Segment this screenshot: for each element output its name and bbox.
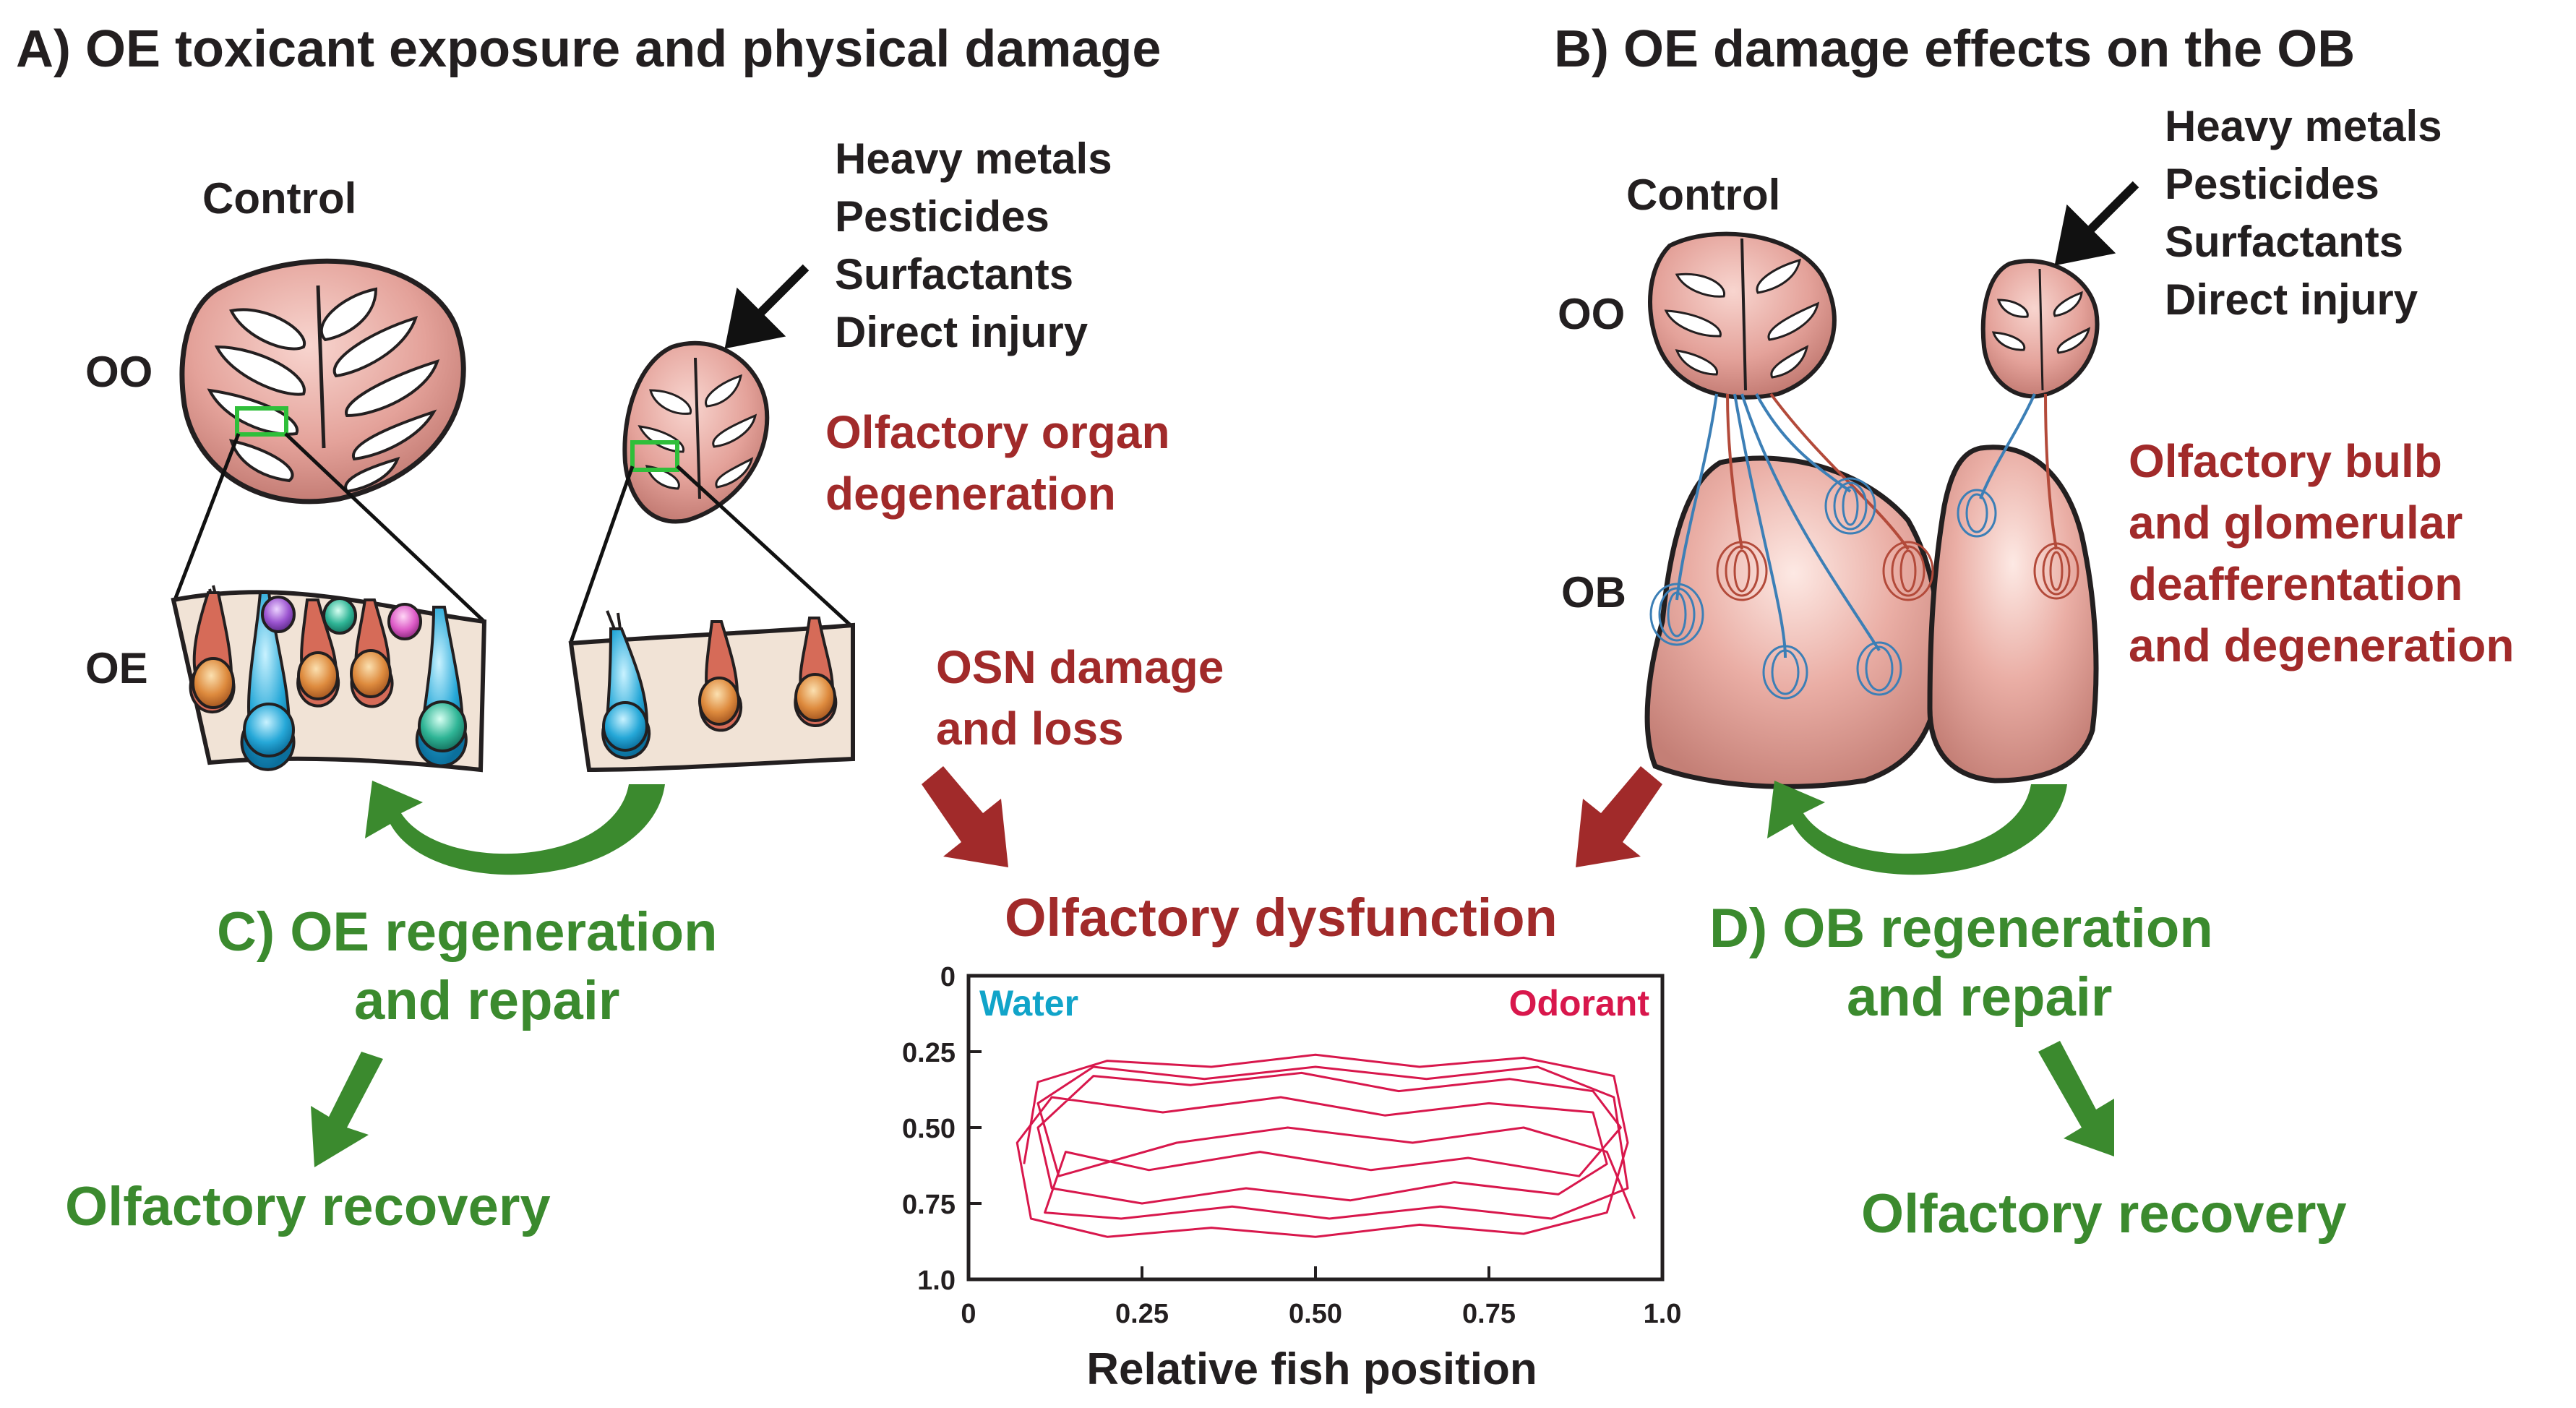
toxicant-pesticides: Pesticides	[835, 192, 1049, 241]
x-tick-label: 0	[961, 1299, 976, 1329]
panel-c-outcome: Olfactory recovery	[65, 1176, 551, 1237]
panel-a-toxicant-list: Heavy metals Pesticides Surfactants Dire…	[835, 134, 1112, 356]
x-tick-label: 0.50	[1289, 1299, 1342, 1329]
panel-a-heading: A) OE toxicant exposure and physical dam…	[16, 20, 1161, 78]
osn-damage-line1: OSN damage	[936, 641, 1224, 693]
plot-x-axis-label: Relative fish position	[1086, 1344, 1537, 1394]
panel-b-ob-label: OB	[1561, 568, 1626, 617]
toxicant-arrow-b	[2054, 181, 2139, 266]
damaged-olfactory-bulb	[1927, 445, 2099, 784]
bulb-effect-line2: and glomerular	[2129, 497, 2463, 549]
damaged-olfactory-epithelium	[568, 610, 855, 773]
x-tick-label: 1.0	[1644, 1299, 1682, 1329]
oe-regeneration-curved-arrow	[365, 781, 665, 875]
toxicant-heavy-metals-b: Heavy metals	[2165, 102, 2442, 150]
y-tick-label: 1.0	[917, 1266, 956, 1296]
bulb-effect-line4: and degeneration	[2129, 619, 2514, 671]
panel-c-heading-line2: and repair	[354, 970, 619, 1031]
oe-recovery-arrow	[311, 1052, 383, 1167]
damaged-olfactory-organ-b	[1980, 259, 2100, 399]
ob-recovery-arrow	[2038, 1041, 2114, 1156]
panel-d-heading-line2: and repair	[1847, 966, 2112, 1028]
bulb-effect-line3: deafferentation	[2129, 558, 2463, 610]
organ-degeneration-line2: degeneration	[825, 468, 1116, 520]
panel-c-heading-line1: C) OE regeneration	[217, 901, 718, 963]
toxicant-pesticides-b: Pesticides	[2165, 160, 2379, 208]
odorant-annotation: Odorant	[1509, 983, 1650, 1023]
panel-a: A) OE toxicant exposure and physical dam…	[16, 20, 1224, 773]
panel-b: B) OE damage effects on the OB Control O…	[1554, 20, 2514, 789]
panel-d: D) OB regeneration and repair Olfactory …	[1709, 898, 2347, 1245]
panel-b-toxicant-list: Heavy metals Pesticides Surfactants Dire…	[2165, 102, 2442, 324]
panel-b-heading: B) OE damage effects on the OB	[1554, 20, 2355, 78]
panel-a-control-label: Control	[202, 174, 356, 223]
x-tick-label: 0.75	[1462, 1299, 1516, 1329]
sample-region-box	[235, 406, 288, 437]
control-olfactory-organ	[179, 258, 466, 505]
toxicant-direct-injury-b: Direct injury	[2165, 275, 2418, 324]
panel-a-oe-label: OE	[85, 644, 148, 692]
panel-d-heading-line1: D) OB regeneration	[1709, 898, 2213, 959]
panel-d-outcome: Olfactory recovery	[1861, 1183, 2347, 1245]
ob-regeneration-curved-arrow	[1767, 781, 2067, 875]
toxicant-surfactants-b: Surfactants	[2165, 218, 2403, 266]
ob-to-dysfunction-arrow	[1576, 766, 1662, 867]
toxicant-arrow-a	[724, 264, 810, 349]
panel-a-oo-label: OO	[85, 348, 153, 396]
regeneration-arrows	[311, 781, 2114, 1167]
dysfunction-arrows	[922, 766, 1662, 867]
osn-damage-line2: and loss	[936, 703, 1124, 755]
control-olfactory-bulb	[1644, 455, 1943, 789]
y-tick-label: 0.75	[902, 1190, 956, 1220]
water-annotation: Water	[979, 983, 1078, 1023]
dysfunction-title: Olfactory dysfunction	[1005, 888, 1558, 948]
toxicant-surfactants: Surfactants	[835, 250, 1073, 299]
control-olfactory-organ-b	[1648, 231, 1837, 400]
axons-and-glomeruli	[1649, 392, 2079, 700]
control-olfactory-epithelium	[171, 585, 487, 773]
x-tick-label: 0.25	[1115, 1299, 1169, 1329]
organ-degeneration-line1: Olfactory organ	[825, 406, 1170, 458]
y-tick-label: 0.50	[902, 1114, 956, 1144]
osn-to-dysfunction-arrow	[922, 766, 1008, 867]
toxicant-direct-injury: Direct injury	[835, 308, 1089, 356]
bulb-effect-line1: Olfactory bulb	[2129, 435, 2442, 487]
damaged-olfactory-organ	[622, 340, 770, 524]
y-tick-label: 0.25	[902, 1038, 956, 1068]
panel-b-oo-label: OO	[1558, 290, 1625, 338]
fish-track-line	[1016, 1053, 1636, 1238]
y-tick-label: 0	[940, 962, 956, 992]
panel-b-control-label: Control	[1626, 171, 1780, 219]
toxicant-heavy-metals: Heavy metals	[835, 134, 1112, 183]
panel-c: C) OE regeneration and repair Olfactory …	[65, 901, 718, 1237]
